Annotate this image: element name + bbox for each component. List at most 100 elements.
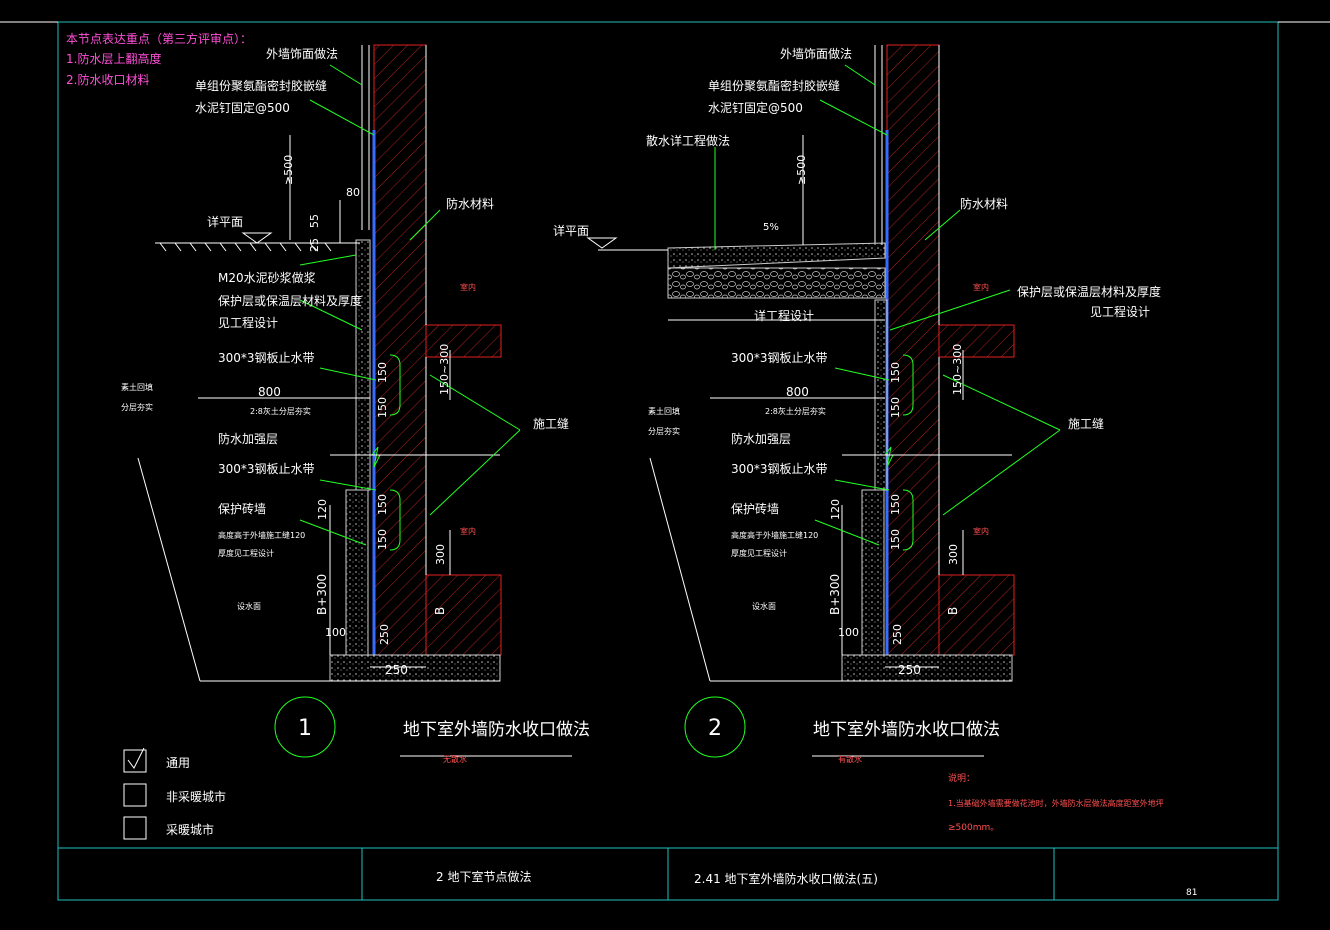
label-waterstop-1: 300*3钢板止水带 <box>218 351 315 365</box>
label-nail: 水泥钉固定@500 <box>708 100 803 115</box>
label-indoor-2: 室内 <box>973 526 989 536</box>
review-note-item: 2.防水收口材料 <box>66 72 149 87</box>
grade-hatch <box>159 242 332 252</box>
dim-label: 150 <box>376 362 389 383</box>
waterstop-1 <box>389 354 401 416</box>
legend-checkbox-heating[interactable] <box>123 816 147 840</box>
detail-1 <box>137 44 572 757</box>
label-brick: 保护砖墙 <box>731 501 779 516</box>
label-protection-1: 保护层或保温层材料及厚度 <box>1017 284 1161 299</box>
dim-label: 150 <box>889 494 902 515</box>
dim-label: 25 <box>308 238 321 252</box>
label-mortar: M20水泥砂浆做浆 <box>218 270 316 285</box>
legend-label-non-heating: 非采暖城市 <box>166 789 226 804</box>
label-protection-2: 见工程设计 <box>218 315 278 330</box>
base-cushion <box>329 654 501 682</box>
dim-label: 150 <box>889 362 902 383</box>
label-slope: 5% <box>763 222 779 233</box>
label-waterstop-2: 300*3钢板止水带 <box>731 462 828 476</box>
dim-label: 150 <box>376 397 389 418</box>
dim-label: ≥500 <box>795 155 808 185</box>
drawing-frame <box>57 21 1279 901</box>
detail-2 <box>586 44 1061 757</box>
waterstop-2 <box>389 489 401 551</box>
label-backfill-2: 分层夯实 <box>121 402 153 412</box>
legend-checkbox-non-heating[interactable] <box>123 783 147 807</box>
wall-concrete <box>886 44 940 656</box>
waterstop-1 <box>902 354 914 416</box>
label-see-design: 详工程设计 <box>754 308 814 323</box>
label-apron: 散水详工程做法 <box>646 133 730 148</box>
detail-1-number: 1 <box>298 716 312 741</box>
legend-label-heating: 采暖城市 <box>166 822 214 837</box>
label-water-level: 设水面 <box>752 601 776 611</box>
label-indoor: 室内 <box>460 282 476 292</box>
label-waterproof: 防水材料 <box>960 196 1008 211</box>
label-backfill-note: 2:8灰土分层夯实 <box>765 406 826 416</box>
notes-line-1: 1.当基础外墙需要做花池时，外墙防水层做法高度距室外地坪 <box>948 798 1164 808</box>
label-sealant: 单组份聚氨酯密封胶嵌缝 <box>708 78 840 93</box>
leader-lines <box>299 64 521 546</box>
waterstop-2 <box>902 489 914 551</box>
dim-label: 300 <box>947 544 960 565</box>
label-backfill-note: 2:8灰土分层夯实 <box>250 406 311 416</box>
dim-label: 250 <box>891 624 904 645</box>
legend-checkbox-general[interactable] <box>123 749 147 773</box>
label-backfill: 素土回填 <box>648 406 680 416</box>
protection-layer <box>355 239 371 491</box>
dim-label: B+300 <box>315 574 329 615</box>
label-backfill-width: 800 <box>258 385 281 399</box>
label-reinforce: 防水加强层 <box>731 431 791 446</box>
review-notes-title: 本节点表达重点（第三方评审点）： <box>66 31 252 46</box>
label-waterproof: 防水材料 <box>446 196 494 211</box>
dim-label: 300 <box>434 544 447 565</box>
detail-2-title: 地下室外墙防水收口做法 <box>813 720 1000 740</box>
detail-2-number: 2 <box>708 716 722 741</box>
detail-1-bubble <box>274 696 336 758</box>
label-construction-joint: 施工缝 <box>533 416 569 431</box>
dim-label: 150~300 <box>951 344 964 395</box>
floor-slab <box>938 324 1015 358</box>
dim-label: B <box>946 607 960 615</box>
dim-label: 120 <box>829 499 842 520</box>
dim-label: 150 <box>889 397 902 418</box>
dim-label: 120 <box>316 499 329 520</box>
label-indoor-2: 室内 <box>460 526 476 536</box>
base-cushion <box>841 654 1013 682</box>
label-construction-joint: 施工缝 <box>1068 416 1104 431</box>
dim-label: 100 <box>325 626 346 639</box>
review-note-item: 1.防水层上翻高度 <box>66 51 161 66</box>
label-brick-note: 高度高于外墙施工缝120 <box>731 530 818 540</box>
detail-1-title: 地下室外墙防水收口做法 <box>403 720 590 740</box>
detail-2-bubble <box>684 696 746 758</box>
dim-label: 150~300 <box>438 344 451 395</box>
dim-label: B <box>433 607 447 615</box>
grade-symbol <box>586 237 618 249</box>
apron-slab <box>667 242 886 269</box>
dim-label: 250 <box>378 624 391 645</box>
floor-slab <box>425 324 502 358</box>
protection-layer <box>874 299 888 491</box>
label-wall-finish: 外墙饰面做法 <box>266 46 338 61</box>
label-nail: 水泥钉固定@500 <box>195 100 290 115</box>
label-brick-note: 高度高于外墙施工缝120 <box>218 530 305 540</box>
label-reinforce: 防水加强层 <box>218 431 278 446</box>
detail-2-subtitle: 有散水 <box>838 754 862 764</box>
backfill-slope <box>137 457 201 682</box>
brick-wall <box>345 489 369 656</box>
label-water-level: 设水面 <box>237 601 261 611</box>
label-backfill-2: 分层夯实 <box>648 426 680 436</box>
dim-label: 250 <box>385 663 408 677</box>
backfill-slope <box>649 457 711 682</box>
dim-label: 100 <box>838 626 859 639</box>
base-slab <box>938 574 1015 656</box>
dim-label: 250 <box>898 663 921 677</box>
label-indoor: 室内 <box>973 282 989 292</box>
detail-1-subtitle: 无散水 <box>443 754 467 764</box>
notes-line-2: ≥500mm。 <box>948 823 999 833</box>
base-slab <box>425 574 502 656</box>
label-protection-1: 保护层或保温层材料及厚度 <box>218 293 362 308</box>
label-grade: 详平面 <box>553 223 589 238</box>
title-block-page: 81 <box>1186 888 1197 898</box>
